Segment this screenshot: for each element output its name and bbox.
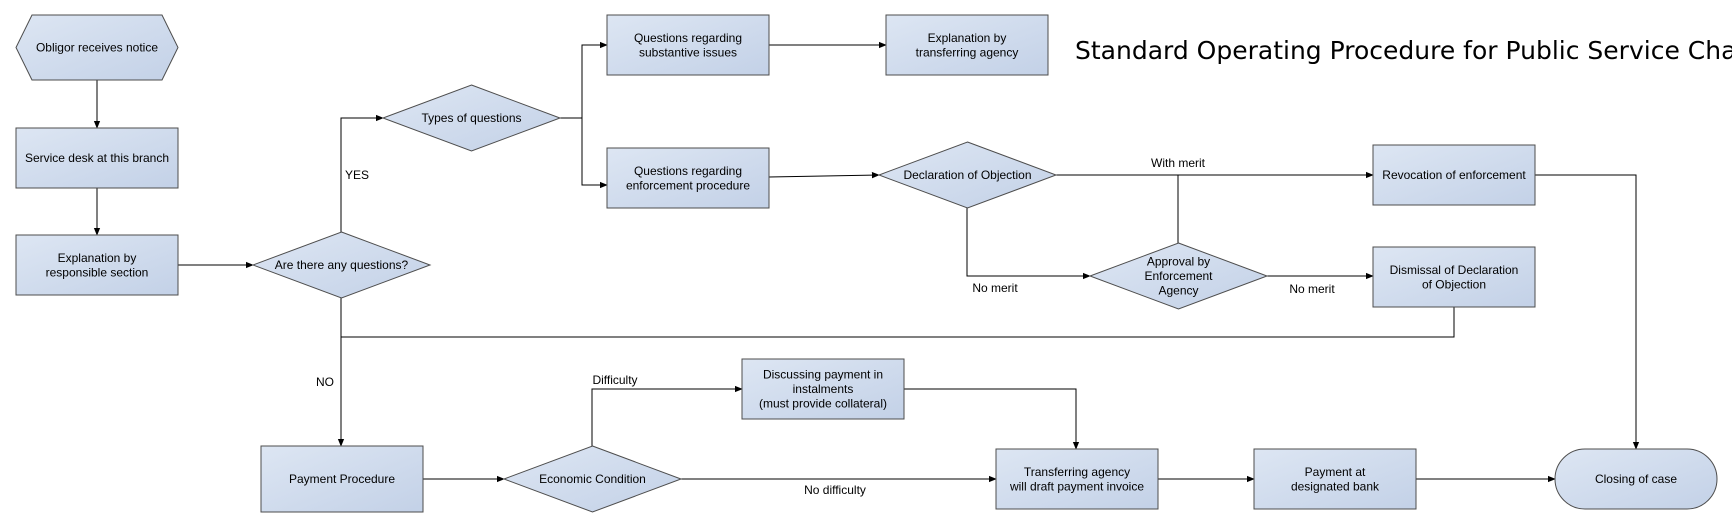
node-closing-shape xyxy=(1554,448,1718,510)
chart-title: Standard Operating Procedure for Public … xyxy=(1075,36,1732,65)
edge-declaration-to-approval xyxy=(966,208,1091,280)
node-payment-procedure-label: Payment Procedure xyxy=(289,472,395,486)
edge-label-with-merit: With merit xyxy=(1151,156,1206,170)
edge-economic-to-instalments xyxy=(591,385,743,446)
node-closing-label: Closing of case xyxy=(1595,472,1677,486)
node-types-questions-shape xyxy=(381,84,562,152)
node-economic-shape xyxy=(502,445,683,513)
node-service-desk-shape xyxy=(15,127,179,189)
edge-label-no-merit-1: No merit xyxy=(972,281,1018,295)
node-any-questions-shape xyxy=(251,231,432,299)
edge-labels: YES NO With merit No merit No meritDifficult… xyxy=(316,156,1335,497)
node-explanation-section-shape xyxy=(15,234,179,296)
node-obligor-shape xyxy=(15,14,179,81)
edge-enforcement-to-declaration xyxy=(768,171,880,179)
node-invoice-shape xyxy=(995,448,1159,510)
edge-label-no: NO xyxy=(316,375,334,389)
node-approval-shape xyxy=(1088,242,1269,310)
edge-label-difficulty: Difficulty xyxy=(592,373,637,387)
node-instalments-shape xyxy=(741,358,905,420)
node-revocation-shape xyxy=(1372,144,1536,206)
edge-types-to-enforcement xyxy=(581,118,608,189)
node-explanation-transfer-shape xyxy=(885,14,1049,76)
edge-instalments-to-invoice xyxy=(904,388,1080,450)
node-closing: Closing of case xyxy=(1554,448,1718,510)
node-declaration-shape xyxy=(877,141,1058,209)
edge-label-no-difficulty: No difficulty xyxy=(804,483,866,497)
node-declaration: Declaration of Objection xyxy=(877,141,1058,209)
node-bank-shape xyxy=(1253,448,1417,510)
node-any-questions-label: Are there any questions? xyxy=(275,258,409,272)
node-dismissal-shape xyxy=(1372,246,1536,308)
edge-types-to-substantive xyxy=(560,41,608,119)
node-q-enforcement-shape xyxy=(606,147,770,209)
connectors xyxy=(93,41,1640,483)
node-payment-procedure: Payment Procedure xyxy=(260,445,424,513)
node-economic-label: Economic Condition xyxy=(539,472,646,486)
edge-revocation-to-closing xyxy=(1535,174,1640,450)
node-q-substantive-shape xyxy=(606,14,770,76)
node-service-desk: Service desk at this branch xyxy=(15,127,179,189)
node-revocation-label: Revocation of enforcement xyxy=(1382,168,1526,182)
node-types-questions: Types of questions xyxy=(381,84,562,152)
node-types-questions-label: Types of questions xyxy=(421,111,521,125)
edge-label-no-merit-2: No merit xyxy=(1289,282,1335,296)
node-service-desk-label: Service desk at this branch xyxy=(25,151,169,165)
node-any-questions: Are there any questions? xyxy=(251,231,432,299)
edge-dismissal-return-line xyxy=(341,307,1455,338)
node-declaration-label: Declaration of Objection xyxy=(903,168,1031,182)
edge-label-yes: YES xyxy=(345,168,369,182)
node-payment-procedure-shape xyxy=(260,445,424,513)
node-obligor: Obligor receives notice xyxy=(15,14,179,81)
node-economic: Economic Condition xyxy=(502,445,683,513)
node-revocation: Revocation of enforcement xyxy=(1372,144,1536,206)
edge-questions-to-types xyxy=(340,114,384,232)
node-obligor-label: Obligor receives notice xyxy=(36,41,158,55)
